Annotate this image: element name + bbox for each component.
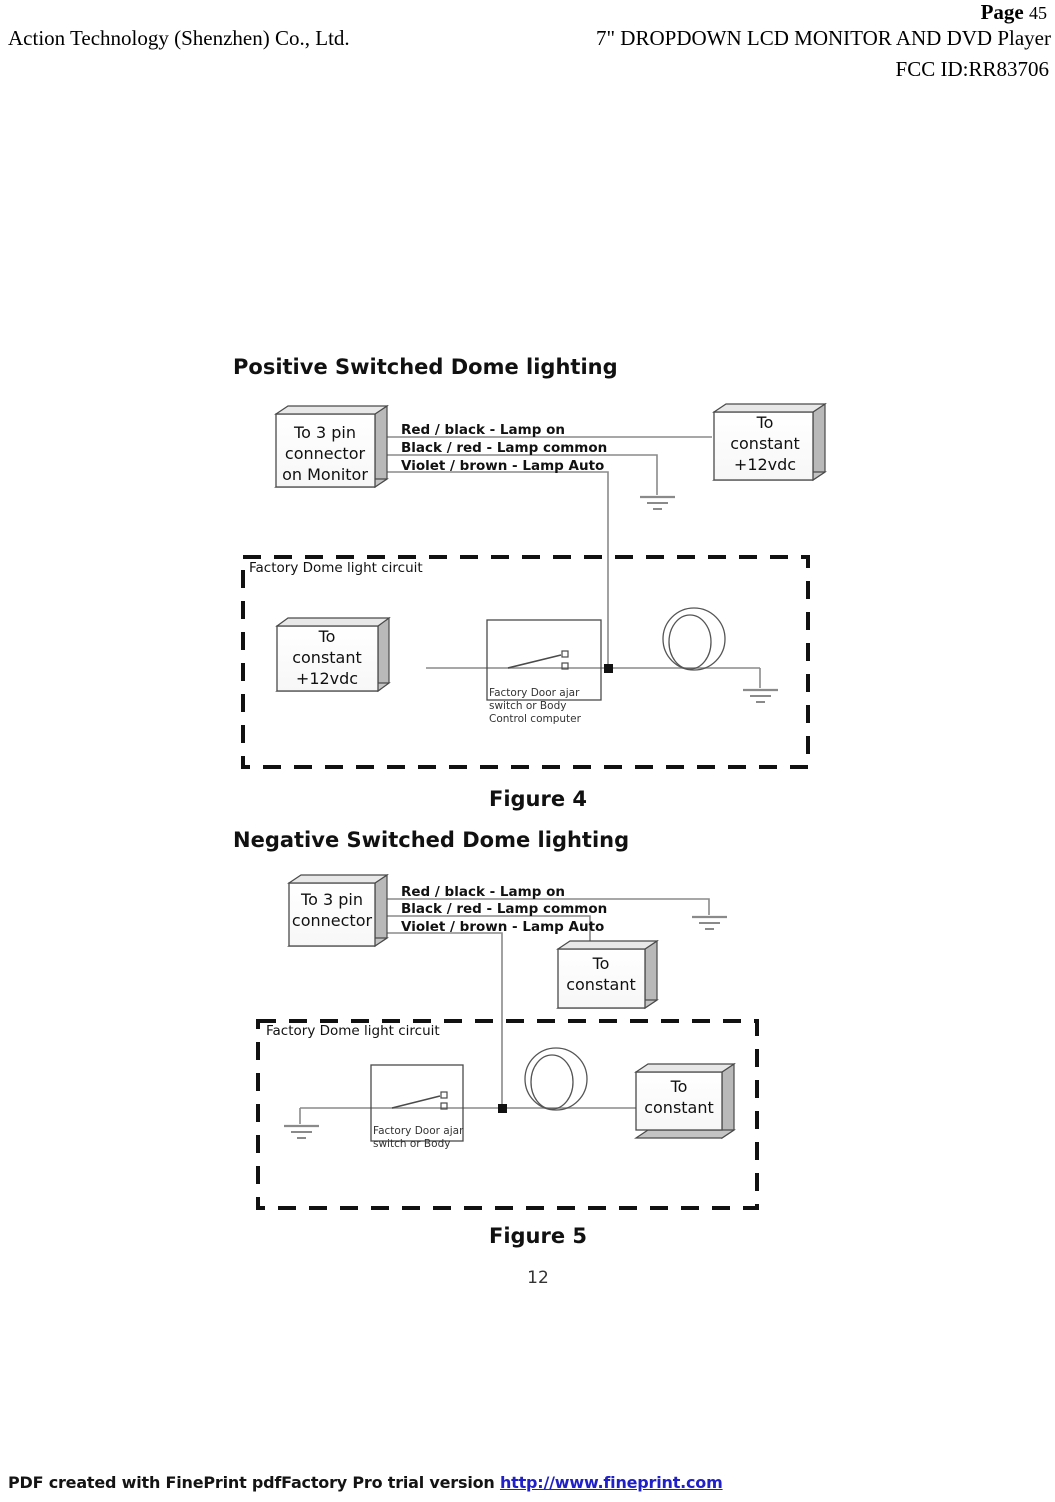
figure4-switch-box [486, 619, 602, 701]
figure5-switch-box [370, 1064, 464, 1142]
figure4-supply-line1: To [756, 413, 774, 432]
figure5-connector-box [287, 873, 389, 948]
figure5-caption: Figure 5 [489, 1224, 587, 1248]
figure4-wires [384, 436, 712, 668]
fineprint-notice-text: PDF created with FinePrint pdfFactory Pr… [8, 1473, 500, 1492]
product-title: 7" DROPDOWN LCD MONITOR AND DVD Player [595, 26, 1051, 50]
company-name: Action Technology (Shenzhen) Co., Ltd. [8, 26, 350, 50]
figure5-switch-label-line1: Factory Door ajar [373, 1125, 464, 1137]
figure5-dashed-enclosure [256, 1019, 759, 1210]
figure4-switch-label-line1: Factory Door ajar [489, 687, 580, 699]
figure4-inner-supply-line2: constant [292, 648, 362, 667]
page-number-value: 45 [1029, 3, 1047, 23]
figure4-supply-line3: +12vdc [734, 455, 796, 474]
figure4-ground-upper [640, 495, 675, 510]
figure4-switch-label-line2: switch or Body [489, 700, 566, 712]
figure5-title: Negative Switched Dome lighting [233, 828, 629, 852]
figure5-lamp-icon [524, 1047, 588, 1111]
figure4-connector-line3: on Monitor [282, 465, 368, 484]
page-label: Page [980, 0, 1024, 24]
figure4-dashed-label: Factory Dome light circuit [249, 560, 423, 576]
figure4-switch-label-line3: Control computer [489, 713, 582, 725]
figure5-ground-upper [692, 915, 727, 930]
fineprint-notice: PDF created with FinePrint pdfFactory Pr… [8, 1473, 723, 1492]
figure4-lamp-icon [662, 607, 726, 671]
figure5-dashed-label: Factory Dome light circuit [266, 1023, 440, 1039]
figure4-supply-box [712, 402, 827, 482]
figure4-lower-wires [426, 667, 761, 688]
figure4-inner-supply-box [275, 616, 391, 693]
document-header: Page 45 Action Technology (Shenzhen) Co.… [0, 0, 1055, 95]
figure5-ground-lower [284, 1124, 319, 1139]
figure5-supply-line1: To [592, 954, 610, 973]
document-footer: PDF created with FinePrint pdfFactory Pr… [0, 1462, 1055, 1496]
figure4-junction-dot [604, 664, 613, 673]
fcc-id: FCC ID:RR83706 [895, 57, 1049, 81]
figure4-wire-label-2: Violet / brown - Lamp Auto [401, 458, 604, 474]
figure4-supply-line2: constant [730, 434, 800, 453]
figure5-wire-label-2: Violet / brown - Lamp Auto [401, 919, 604, 935]
page-number-bottom: 12 [527, 1268, 549, 1288]
figure4-inner-supply-line1: To [318, 627, 336, 646]
figure4-connector-line1: To 3 pin [293, 423, 356, 442]
figure4-connector-line2: connector [285, 444, 366, 463]
figure5-supply-line2: constant [566, 975, 636, 994]
figure5-wire-label-0: Red / black - Lamp on [401, 884, 565, 900]
figure4-wire-label-0: Red / black - Lamp on [401, 422, 565, 438]
figure5-lower-wires [299, 1107, 636, 1124]
fineprint-link[interactable]: http://www.fineprint.com [499, 1473, 723, 1492]
figure4-title: Positive Switched Dome lighting [233, 355, 618, 379]
figure5-inner-supply-line2: constant [644, 1098, 714, 1117]
figure4-inner-supply-line3: +12vdc [296, 669, 358, 688]
figure4-dashed-enclosure [241, 555, 810, 769]
figure5-inner-supply-line1: To [670, 1077, 688, 1096]
figure4-wire-label-1: Black / red - Lamp common [401, 440, 607, 456]
figure4-caption: Figure 4 [489, 787, 587, 811]
figure5-junction-dot [498, 1104, 507, 1113]
page-number-header: Page 45 [981, 0, 1047, 25]
figure5-switch-label-line2: switch or Body [373, 1138, 450, 1150]
figure5-wires [384, 898, 710, 1108]
figure5-inner-supply-box [634, 1062, 736, 1140]
figure5-supply-box [556, 939, 659, 1010]
figure5-connector-line2: connector [292, 911, 373, 930]
figure4-ground-lower [743, 688, 778, 703]
figure4-connector-box [274, 404, 389, 489]
figure5-connector-line1: To 3 pin [300, 890, 363, 909]
figure5-wire-label-1: Black / red - Lamp common [401, 901, 607, 917]
